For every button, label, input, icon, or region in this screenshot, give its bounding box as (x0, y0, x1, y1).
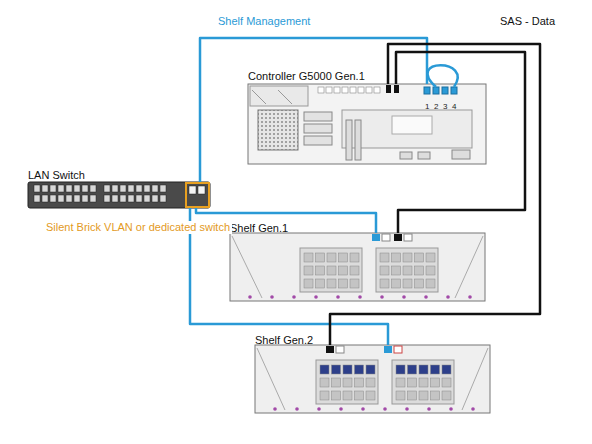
management-cable (200, 38, 427, 182)
controller-box: Controller G5000 Gen.1 (248, 84, 486, 164)
port-number: 2 (434, 102, 438, 111)
label-anchor: Silent Brick VLAN or dedicated switch (44, 217, 232, 235)
line-type-label: Shelf Management (218, 15, 310, 28)
box-heading: Shelf Gen.2 (255, 334, 313, 347)
label-anchor: SAS - Data (500, 11, 555, 29)
shelf-box: Shelf Gen.2 (255, 345, 490, 413)
box-heading: LAN Switch (28, 169, 85, 182)
label-anchor: 2 (434, 95, 438, 113)
box-heading: Controller G5000 Gen.1 (248, 70, 365, 83)
switch-box: LAN Switch (28, 182, 210, 208)
shelf-box: Shelf Gen.1 (230, 233, 485, 301)
controller-drawing (248, 65, 486, 164)
label-anchor: 3 (443, 95, 447, 113)
port-number: 3 (443, 102, 447, 111)
label-anchor: 4 (452, 95, 456, 113)
shelf-gen2-drawing (255, 345, 490, 413)
lan-switch-drawing (28, 182, 210, 208)
sas-cable (330, 44, 540, 345)
line-type-label: SAS - Data (500, 15, 555, 28)
sas-cable (396, 52, 525, 233)
box-heading: Shelf Gen.1 (230, 222, 288, 235)
note-label: Silent Brick VLAN or dedicated switch (44, 221, 232, 234)
label-anchor: Shelf Management (218, 11, 310, 29)
shelf-gen1-drawing (230, 233, 485, 301)
port-number: 1 (425, 102, 429, 111)
port-number: 4 (452, 102, 456, 111)
label-anchor: 1 (425, 95, 429, 113)
